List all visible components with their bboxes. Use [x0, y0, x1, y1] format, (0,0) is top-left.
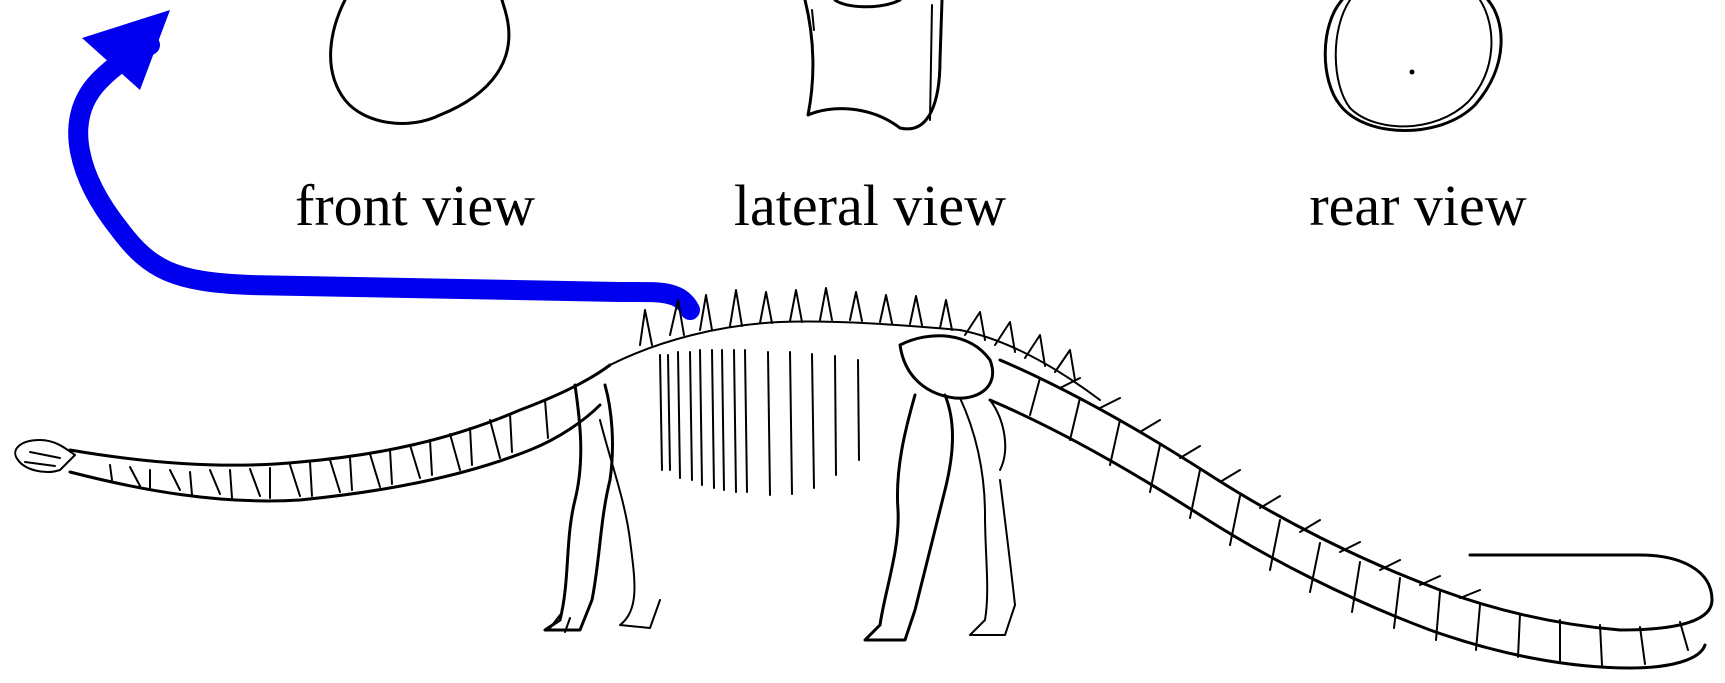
- pointer-arrow: [78, 10, 690, 310]
- sauropod-skeleton: [15, 288, 1712, 668]
- neural-canal-dot: [1410, 70, 1415, 75]
- lateral-view-vertebra: [805, 0, 942, 129]
- front-view-label: front view: [295, 173, 535, 238]
- front-view-vertebra: [331, 0, 509, 123]
- lateral-view-label: lateral view: [734, 173, 1006, 238]
- rear-view-vertebra: [1325, 0, 1501, 131]
- rear-view-label: rear view: [1309, 173, 1526, 238]
